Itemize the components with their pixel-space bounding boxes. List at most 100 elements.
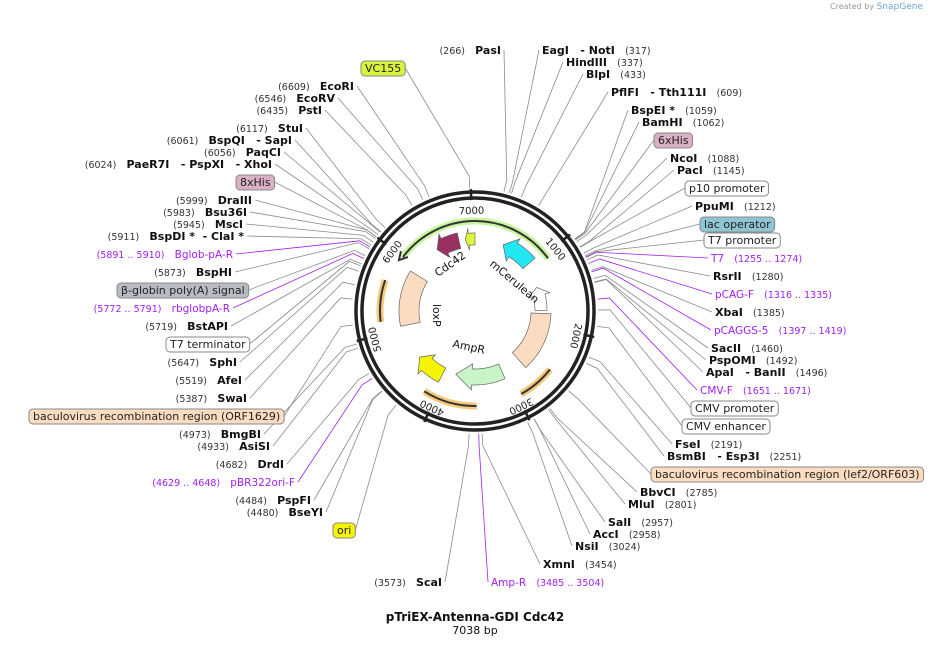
feature-box [332,522,356,539]
enzyme-annotation-paci[interactable]: PacI (1145) [677,159,745,178]
enzyme-annotation-nsii[interactable]: NsiI (3024) [575,535,640,554]
primer-annotation-t7[interactable]: T7 (1255 .. 1274) [710,247,802,266]
plasmid-length: 7038 bp [452,624,498,637]
enzyme-annotation-pspomi[interactable]: PspOMI (1492) [709,349,797,368]
feature-arcs [376,217,553,410]
enzyme-annotation-swai[interactable]: (5387) SwaI [176,387,247,406]
enzyme-annotation-msci[interactable]: (5945) MscI [173,213,243,232]
enzyme-annotation-sphi[interactable]: (5647) SphI [168,351,238,370]
enzyme-annotation-bamhi[interactable]: BamHI (1062) [642,111,724,130]
enzyme-annotation-mlui[interactable]: MluI (2801) [628,493,696,512]
ori-arrow[interactable] [417,354,447,383]
cdc42-arrow[interactable] [436,232,462,259]
enzyme-annotation-hindiii[interactable]: HindIII (337) [566,51,643,70]
enzyme-annotation-fsei[interactable]: FseI (2191) [675,433,742,452]
enzyme-annotation-xmni[interactable]: XmnI (3454) [543,553,617,572]
baculo-orf1629-region[interactable] [398,270,428,327]
spacer [164,243,174,262]
feature-annotation-lac-operator[interactable]: lac operator [699,216,776,233]
enzyme-annotation-asisi[interactable]: (4933) AsiSI [197,435,270,454]
site-position: (6435) [256,106,288,117]
primer-annotation-bglob-pa-r[interactable]: (5891 .. 5910) Bglob-pA-R [97,243,233,262]
enzyme-annotation-bspei-[interactable]: BspEI * (1059) [631,99,717,118]
annotation-text: PpuMI (1212) [695,195,776,214]
enzyme-annotation-rsrii[interactable]: RsrII (1280) [713,265,783,284]
enzyme-annotation-pasi[interactable]: (266) PasI [439,39,501,58]
primer-annotation-pcag-f[interactable]: pCAG-F (1316 .. 1335) [715,283,832,302]
enzyme-annotation-bbvci[interactable]: BbvCI (2785) [640,481,717,500]
leader-line [232,252,364,309]
enzyme-annotation-psti[interactable]: (6435) PstI [256,99,322,118]
annotation-text: (4484) PspFI [235,489,311,508]
feature-annotation-6xhis[interactable]: 6xHis [653,132,694,149]
enzyme-annotation-ecori[interactable]: (6609) EcoRI [278,75,354,94]
feature-label: T7 promoter [707,234,777,247]
primer-annotation-cmv-f[interactable]: CMV-F (1651 .. 1671) [700,379,811,398]
enzyme-annotation-bspqi-sapi[interactable]: (6061) BspQI - SapI [167,129,292,148]
enzyme-annotation-bsphi[interactable]: (5873) BspHI [154,261,232,280]
feature-annotation-t7-promoter[interactable]: T7 promoter [703,232,781,249]
enzyme-annotation-draiii[interactable]: (5999) DraIII [176,189,252,208]
site-position: (2785) [686,488,718,499]
enzyme-annotation-xbai[interactable]: XbaI (1385) [715,301,785,320]
feature-annotation-t7-terminator[interactable]: T7 terminator [165,336,251,353]
feature-annotation-cmv-promoter[interactable]: CMV promoter [690,400,779,417]
arrowhead-icon [397,250,409,262]
enzyme-annotation-apai-banii[interactable]: ApaI - BanII (1496) [706,361,827,380]
primer-annotation-amp-r[interactable]: Amp-R (3485 .. 3504) [491,571,604,590]
orf-arc-right[interactable] [520,368,551,395]
enzyme-annotation-scai[interactable]: (3573) ScaI [374,571,442,590]
enzyme-annotation-pspfi[interactable]: (4484) PspFI [235,489,311,508]
feature-annotation-vc155[interactable]: VC155 [360,60,406,77]
promoter-arrow[interactable] [527,286,551,311]
orf-arc-left[interactable] [379,279,387,322]
feature-box [360,60,406,77]
enzyme-annotation-eagi-noti[interactable]: EagI - NotI (317) [542,39,651,58]
enzyme-annotation-paqci[interactable]: (6056) PaqCI [204,141,281,160]
feature-annotation-cmv-enhancer[interactable]: CMV enhancer [681,418,771,435]
enzyme-annotation-stui[interactable]: (6117) StuI [236,117,303,136]
enzyme-annotation-paer7i-pspxi-xhoi[interactable]: (6024) PaeR7I - PspXI - XhoI [85,153,272,172]
enzyme-annotation-bseyi[interactable]: (4480) BseYI [247,501,323,520]
feature-annotation-8xhis[interactable]: 8xHis [235,174,276,191]
feature-annotation-p10-promoter[interactable]: p10 promoter [684,180,770,197]
enzyme-annotation-blpi[interactable]: BlpI (433) [586,63,646,82]
mcerulean-arrow[interactable] [502,238,536,270]
baculo-lef2-region[interactable] [511,312,552,369]
enzyme-annotation-ppumi[interactable]: PpuMI (1212) [695,195,776,214]
annotation-text: (3573) ScaI [374,571,442,590]
orf-arc-top[interactable] [402,220,549,259]
site-name: BamHI [642,116,683,129]
enzyme-annotation-bstapi[interactable]: (5719) BstAPI [145,315,228,334]
annotation-text: (5873) BspHI [154,261,232,280]
tag-arrow[interactable] [465,228,476,251]
enzyme-annotation-ecorv[interactable]: (6546) EcoRV [255,87,336,106]
enzyme-annotation-drdi[interactable]: (4682) DrdI [216,453,284,472]
site-name: pBR322ori-F [230,477,295,489]
enzyme-annotation-afei[interactable]: (5519) AfeI [175,369,242,388]
feature-annotation--globin-poly-a-signal[interactable]: β-globin poly(A) signal [116,282,250,299]
feature-annotation-baculovirus-recombination-region-orf1629-[interactable]: baculovirus recombination region (ORF162… [28,408,285,425]
spacer [220,471,230,490]
feature-annotation-baculovirus-recombination-region-lef2-orf603-[interactable]: baculovirus recombination region (lef2/O… [650,466,925,483]
leader-line [230,258,362,327]
primer-annotation-pbr322ori-f[interactable]: (4629 .. 4648) pBR322ori-F [152,471,295,490]
ampr-arrow[interactable] [455,363,506,391]
enzyme-annotation-bsu36i[interactable]: (5983) Bsu36I [163,201,247,220]
enzyme-annotation-ncoi[interactable]: NcoI (1088) [670,147,739,166]
site-name: SalI [608,516,631,529]
feature-annotation-ori[interactable]: ori [332,522,356,539]
enzyme-annotation-pflfi-tth111i[interactable]: PflFI - Tth111I (609) [611,81,742,100]
orf-arc-bottom[interactable] [423,390,477,407]
enzyme-annotation-bsmbi-esp3i[interactable]: BsmBI - Esp3I (2251) [667,445,801,464]
annotation-text: (4933) AsiSI [197,435,270,454]
enzyme-annotation-sacii[interactable]: SacII (1460) [711,337,783,356]
primer-annotation-pcaggs-5[interactable]: pCAGGS-5 (1397 .. 1419) [714,319,846,338]
primer-annotation-rbglobpa-r[interactable]: (5772 .. 5791) rbglobpA-R [94,297,230,316]
site-name: PpuMI [695,200,734,213]
enzyme-annotation-acci[interactable]: AccI (2958) [593,523,660,542]
enzyme-annotation-bmgbi[interactable]: (4973) BmgBI [179,423,261,442]
enzyme-annotation-sali[interactable]: SalI (2957) [608,511,673,530]
enzyme-annotation-bspdi-clai-[interactable]: (5911) BspDI * - ClaI * [108,225,245,244]
leader-line [568,390,652,475]
